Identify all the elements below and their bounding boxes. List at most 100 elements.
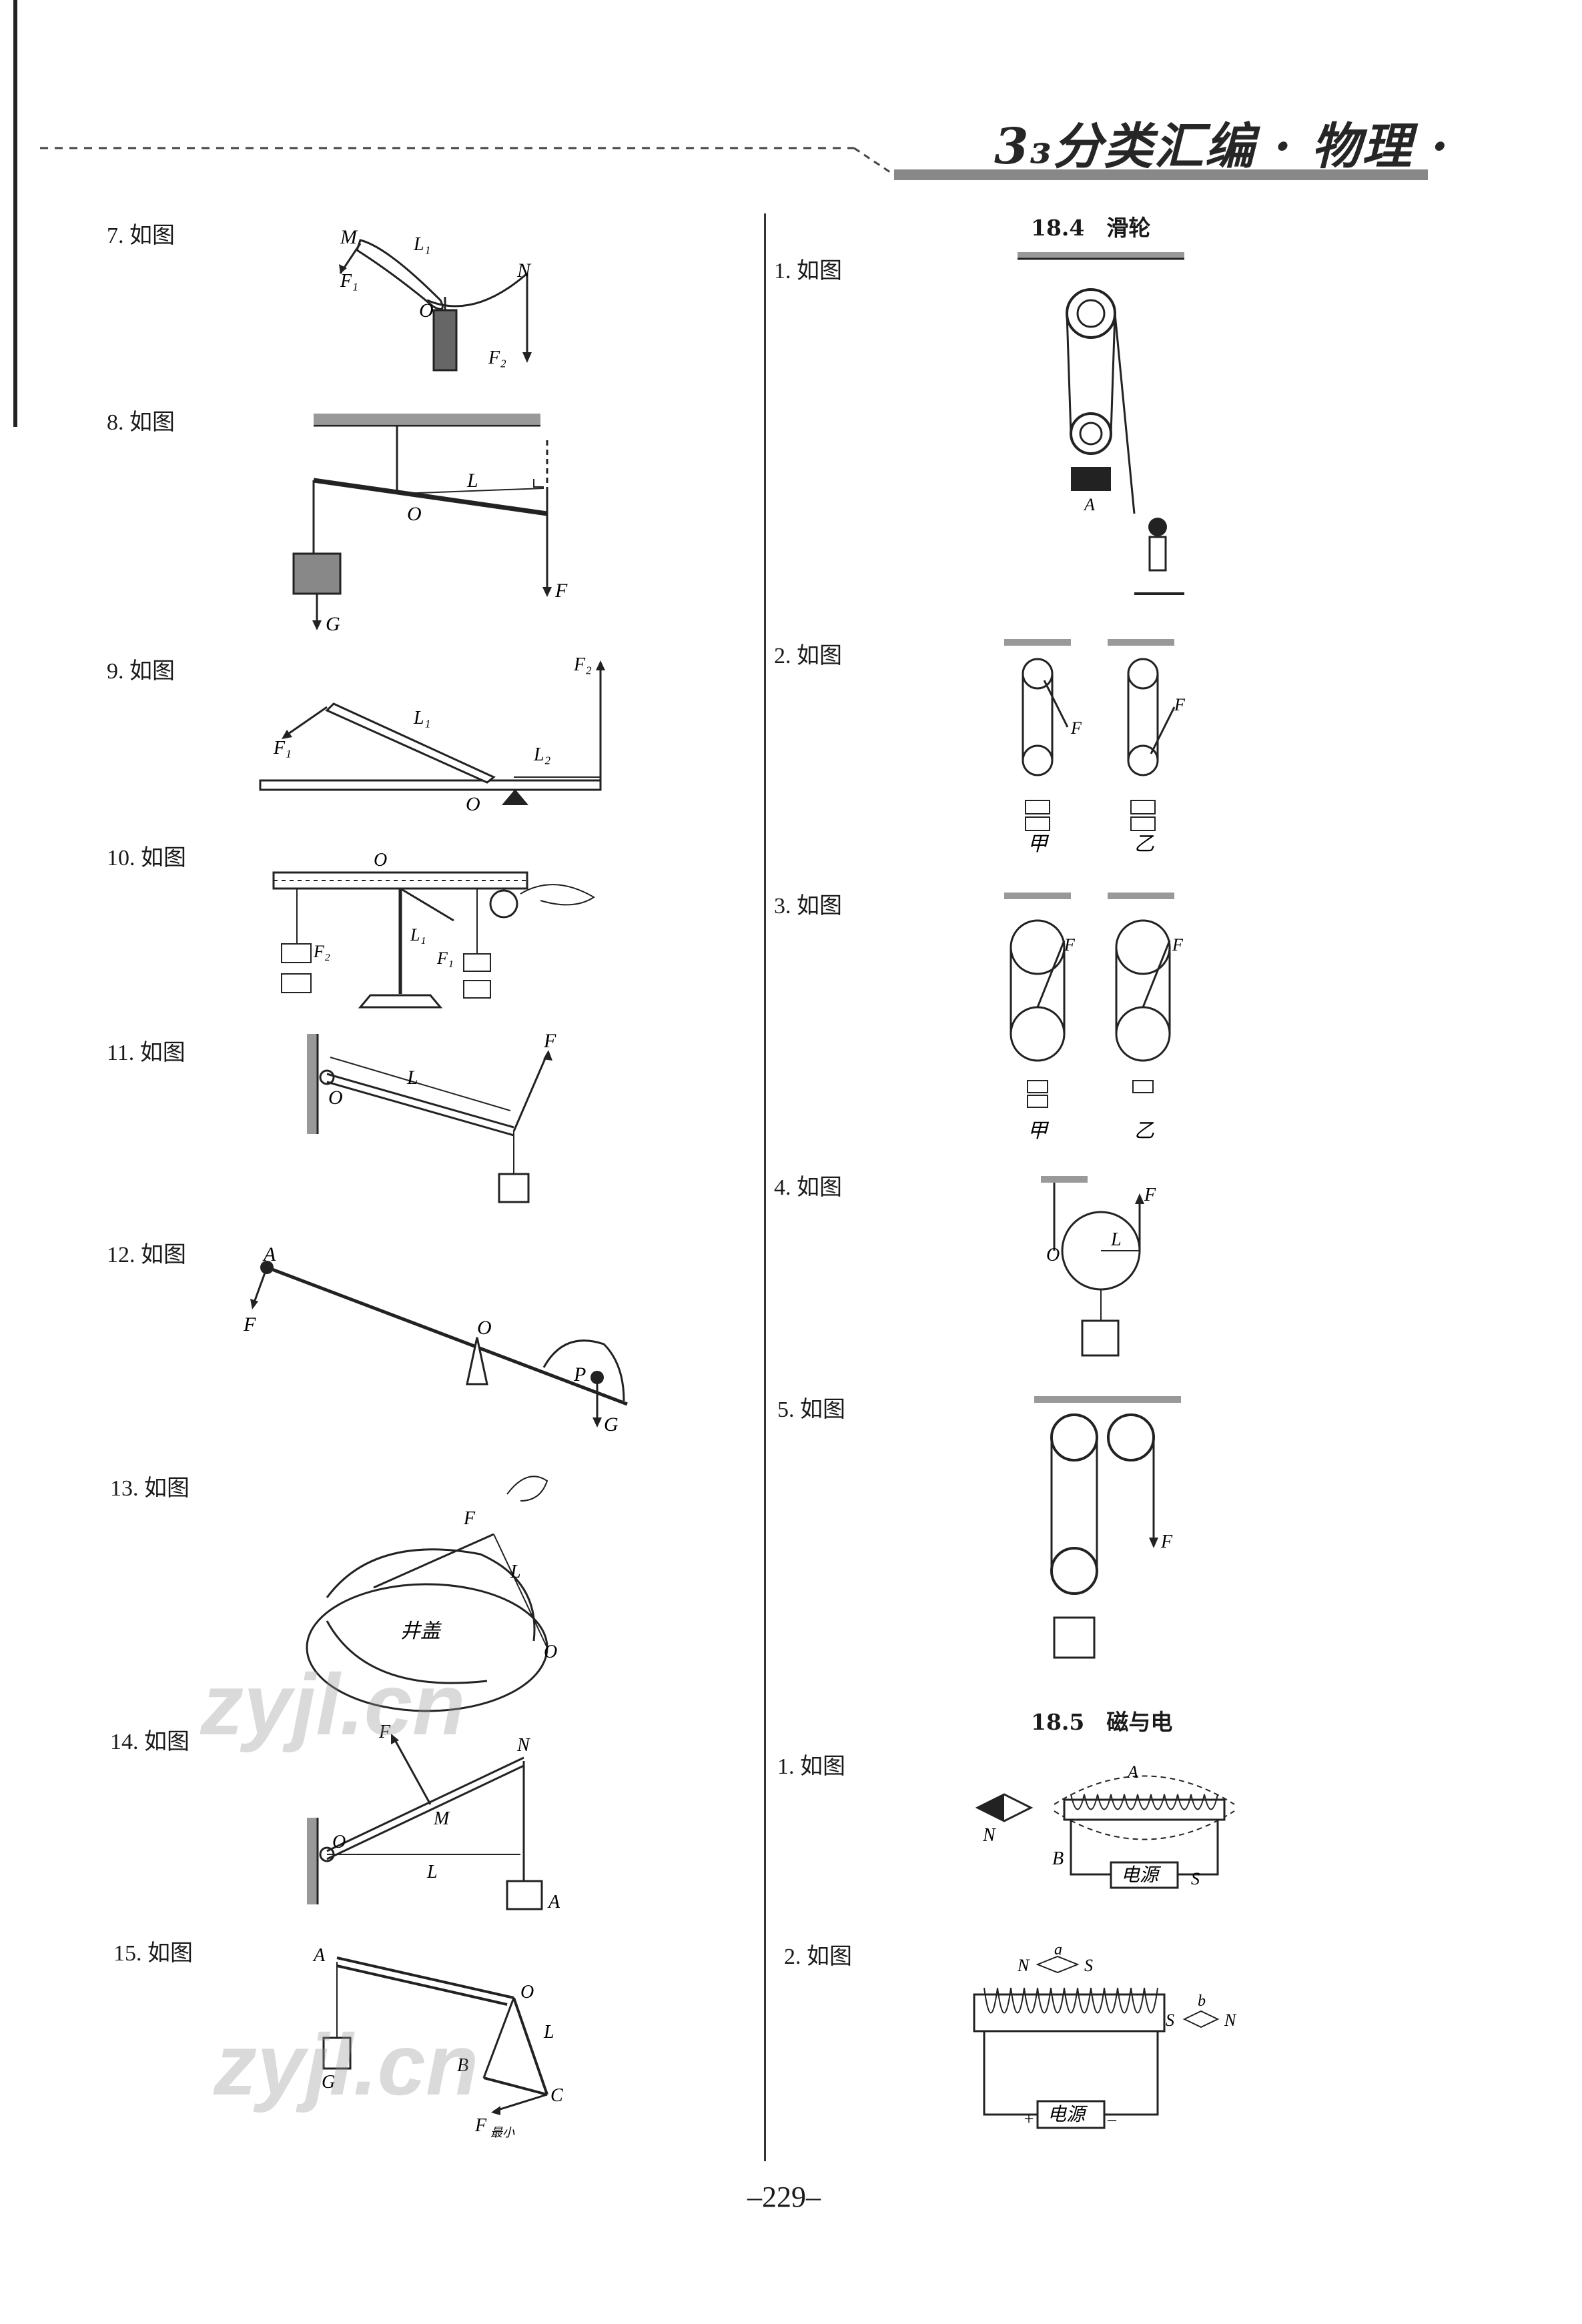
f7-label-F1: F₁ bbox=[340, 271, 358, 292]
f15-label-G: G bbox=[322, 2072, 335, 2093]
f8-label-G: G bbox=[326, 613, 340, 635]
f7-label-M: M bbox=[340, 226, 358, 248]
header-brand: 3₃分类汇编 · 物理 · bbox=[994, 118, 1450, 175]
figure-11-rod: L F O bbox=[307, 1030, 556, 1203]
item-label-7: 7. 如图 bbox=[107, 223, 175, 248]
r3-label-yi: 乙 bbox=[1134, 1120, 1154, 1142]
f12-label-G: G bbox=[604, 1413, 619, 1435]
figure-8-beam: O L G F bbox=[292, 414, 568, 635]
r3-label-jia: 甲 bbox=[1028, 1120, 1050, 1142]
section-title-18-5: 18.5 磁与电 bbox=[1031, 1709, 1173, 1735]
m2-label-S-top: S bbox=[1084, 1956, 1093, 1975]
figure-r1-pulley-person: A bbox=[1018, 252, 1184, 595]
f15-label-C: C bbox=[550, 2085, 563, 2106]
r1-label-A: A bbox=[1083, 495, 1095, 514]
m2-label-S-right: S bbox=[1166, 2010, 1174, 2030]
watermark-2: zyjl.cn bbox=[214, 2016, 479, 2113]
f11-label-O: O bbox=[328, 1087, 343, 1109]
f15-label-B: B bbox=[457, 2055, 468, 2076]
page-number: –229– bbox=[747, 2181, 821, 2213]
f13-label-F: F bbox=[463, 1508, 476, 1529]
r3-label-F-left: F bbox=[1064, 935, 1076, 955]
figure-15-bent-lever: A O L G B C F 最小 bbox=[312, 1945, 563, 2139]
r-item-label-3: 3. 如图 bbox=[774, 894, 842, 919]
figure-r2-pulleys: F F 甲 乙 bbox=[1004, 639, 1186, 855]
r-item-label-4: 4. 如图 bbox=[774, 1175, 842, 1200]
f10-label-F1: F₁ bbox=[436, 949, 454, 968]
figure-10-lever-stand: O L₁ F₁ F₂ bbox=[272, 850, 595, 1009]
f14-label-L: L bbox=[426, 1862, 438, 1882]
f7-label-L1: L₁ bbox=[413, 234, 430, 255]
r-item-label-2: 2. 如图 bbox=[774, 644, 842, 668]
item-label-13: 13. 如图 bbox=[110, 1476, 189, 1501]
f13-label-L: L bbox=[510, 1562, 521, 1582]
m1-label-S: S bbox=[1191, 1869, 1200, 1888]
section-title-18-4: 18.4 滑轮 bbox=[1031, 215, 1151, 241]
item-label-8: 8. 如图 bbox=[107, 410, 175, 435]
item-label-12: 12. 如图 bbox=[107, 1243, 186, 1267]
f9-label-L2: L₂ bbox=[533, 744, 551, 765]
m-item-label-2: 2. 如图 bbox=[784, 1944, 852, 1969]
f7-label-F2: F₂ bbox=[488, 348, 506, 368]
r-item-label-1: 1. 如图 bbox=[774, 259, 842, 283]
f13-label-text: 井盖 bbox=[400, 1620, 442, 1642]
r2-label-F-right: F bbox=[1174, 695, 1186, 714]
f7-label-N: N bbox=[516, 259, 532, 281]
f15-label-L: L bbox=[543, 2022, 554, 2043]
f11-label-F: F bbox=[543, 1030, 556, 1052]
f10-label-O: O bbox=[374, 850, 387, 870]
f12-label-F: F bbox=[243, 1313, 256, 1335]
f15-label-F: F bbox=[474, 2115, 487, 2136]
r4-label-O: O bbox=[1046, 1245, 1060, 1265]
r4-label-F: F bbox=[1144, 1185, 1156, 1205]
m1-label-B: B bbox=[1052, 1848, 1064, 1869]
item-label-14: 14. 如图 bbox=[110, 1730, 189, 1754]
figure-m2-solenoid: 电源 N a S S b N + – bbox=[973, 1941, 1237, 2129]
m2-label-plus: + bbox=[1023, 2109, 1035, 2129]
figure-7-lever: M L₁ F₁ O N F₂ bbox=[339, 226, 532, 372]
f7-label-O: O bbox=[419, 300, 434, 322]
f10-label-F2: F₂ bbox=[313, 942, 330, 961]
binding-edge bbox=[13, 0, 17, 427]
f15-label-F-sub: 最小 bbox=[490, 2126, 515, 2139]
f11-label-L: L bbox=[406, 1067, 418, 1089]
figure-r3-pulleys: F F 甲 乙 bbox=[1004, 893, 1184, 1142]
figure-13-manhole: F L 井盖 O bbox=[306, 1476, 557, 1712]
m2-label-minus: – bbox=[1107, 2109, 1117, 2129]
f8-label-O: O bbox=[407, 503, 422, 525]
figure-r4-pulley: F L O bbox=[1041, 1176, 1156, 1357]
f12-label-A: A bbox=[262, 1243, 276, 1265]
figure-12-seesaw: A F O P G bbox=[243, 1243, 628, 1435]
m1-label-N: N bbox=[982, 1825, 996, 1846]
f14-label-A: A bbox=[547, 1892, 560, 1912]
r4-label-L: L bbox=[1110, 1229, 1122, 1250]
r2-label-yi: 乙 bbox=[1134, 833, 1154, 855]
figure-r5-pulleys: F bbox=[1034, 1396, 1181, 1659]
m1-label-power: 电源 bbox=[1121, 1865, 1162, 1886]
figure-9-lever: F₁ L₁ L₂ F₂ O bbox=[259, 654, 605, 815]
item-label-9: 9. 如图 bbox=[107, 659, 175, 684]
item-label-10: 10. 如图 bbox=[107, 846, 186, 870]
figure-14-crane: F N M O L A bbox=[307, 1722, 560, 1912]
column-divider bbox=[764, 213, 766, 2161]
m2-label-a: a bbox=[1054, 1941, 1062, 1958]
f15-label-O: O bbox=[520, 1982, 534, 2002]
f10-label-L1: L₁ bbox=[410, 925, 426, 945]
header-rule bbox=[40, 147, 1428, 180]
f14-label-M: M bbox=[433, 1808, 450, 1829]
figure-m1-solenoid: 电源 A N B S bbox=[975, 1762, 1235, 1889]
f14-label-O: O bbox=[332, 1832, 346, 1852]
m-item-label-1: 1. 如图 bbox=[777, 1754, 845, 1779]
m2-label-N-top: N bbox=[1017, 1956, 1030, 1975]
f9-label-L1: L₁ bbox=[413, 708, 430, 728]
f12-label-P: P bbox=[573, 1363, 586, 1385]
r2-label-F-left: F bbox=[1070, 718, 1082, 738]
f12-label-O: O bbox=[477, 1317, 492, 1339]
f14-label-N: N bbox=[516, 1735, 530, 1756]
f8-label-L: L bbox=[466, 470, 478, 492]
item-label-15: 15. 如图 bbox=[113, 1941, 193, 1966]
f9-label-F2: F₂ bbox=[573, 654, 592, 675]
item-label-11: 11. 如图 bbox=[107, 1041, 185, 1065]
watermark-1: zyjl.cn bbox=[200, 1656, 466, 1753]
r-item-label-5: 5. 如图 bbox=[777, 1397, 845, 1422]
